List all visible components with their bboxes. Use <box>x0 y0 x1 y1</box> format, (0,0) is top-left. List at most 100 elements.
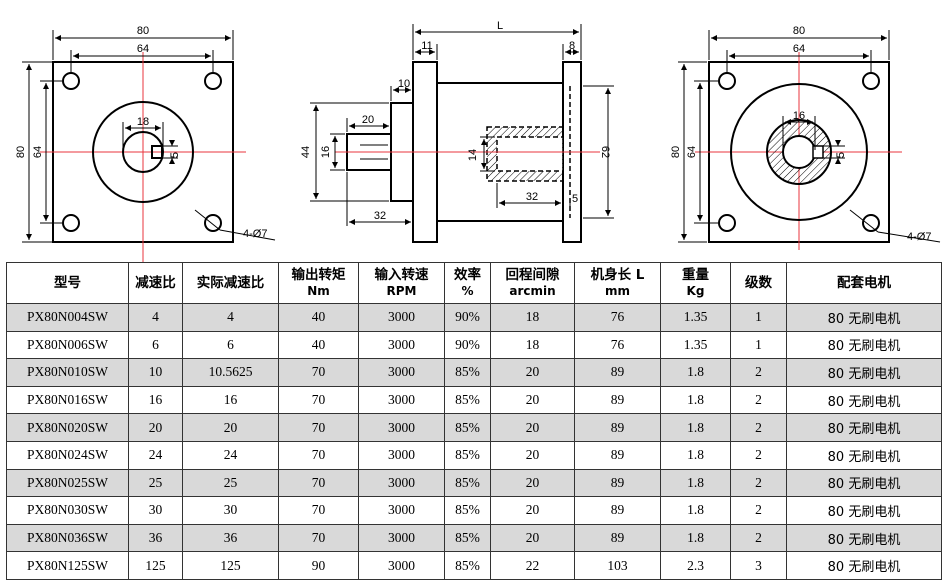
mount-hole-icon <box>62 214 80 232</box>
cell-weight: 1.8 <box>660 358 731 387</box>
cell-backlash: 20 <box>490 413 575 442</box>
side-length: L <box>497 20 503 32</box>
header-label: 效率 <box>454 267 481 283</box>
cell-weight: 1.8 <box>660 523 731 553</box>
header-unit: RPM <box>386 284 417 298</box>
cell-stages: 3 <box>730 551 787 580</box>
cell-motor: 80 无刷电机 <box>786 330 942 360</box>
cell-weight: 1.35 <box>660 303 731 332</box>
cell-model: PX80N030SW <box>6 496 129 525</box>
header-unit: % <box>461 284 474 298</box>
side-motor-pilot: 62 <box>599 146 611 158</box>
side-flange-thk: 11 <box>421 40 432 52</box>
cell-model: PX80N004SW <box>6 303 129 332</box>
cell-stages: 2 <box>730 413 787 442</box>
cell-output-torque: 40 <box>278 303 359 332</box>
cell-efficiency: 85% <box>444 385 491 415</box>
header-label: 实际减速比 <box>196 275 265 291</box>
cell-efficiency: 85% <box>444 496 491 525</box>
mount-hole-icon <box>204 72 222 90</box>
cell-stages: 2 <box>730 385 787 415</box>
cell-motor: 80 无刷电机 <box>786 303 942 332</box>
cell-motor: 80 无刷电机 <box>786 523 942 553</box>
front-holes-label: 4-Ø7 <box>243 228 267 240</box>
cell-model: PX80N125SW <box>6 551 129 580</box>
cell-body-length: 89 <box>574 358 661 387</box>
cell-output-torque: 90 <box>278 551 359 580</box>
header-label: 输出转矩 <box>291 267 346 283</box>
mount-hole-icon <box>204 214 222 232</box>
header-efficiency: 效率% <box>444 262 491 304</box>
cell-efficiency: 90% <box>444 303 491 332</box>
cell-backlash: 20 <box>490 468 575 498</box>
cell-actual-ratio: 6 <box>182 330 279 360</box>
cell-input-speed: 3000 <box>358 303 445 332</box>
cell-output-torque: 70 <box>278 385 359 415</box>
side-shoulder: 10 <box>398 78 410 90</box>
side-bore-dia: 14 <box>467 149 479 161</box>
front-width-bolt: 64 <box>137 43 149 55</box>
header-motor: 配套电机 <box>786 262 942 304</box>
cell-actual-ratio: 25 <box>182 468 279 498</box>
cell-actual-ratio: 30 <box>182 496 279 525</box>
mount-hole-icon <box>62 72 80 90</box>
front-height-outer: 80 <box>15 146 27 158</box>
cell-body-length: 89 <box>574 413 661 442</box>
cell-motor: 80 无刷电机 <box>786 468 942 498</box>
cell-stages: 2 <box>730 496 787 525</box>
cell-backlash: 20 <box>490 523 575 553</box>
cell-weight: 1.8 <box>660 468 731 498</box>
cell-backlash: 20 <box>490 496 575 525</box>
header-label: 型号 <box>54 275 81 291</box>
header-label: 回程间隙 <box>505 267 560 283</box>
cell-output-torque: 70 <box>278 523 359 553</box>
side-rear-thk: 8 <box>569 40 575 52</box>
cell-stages: 2 <box>730 523 787 553</box>
header-stages: 级数 <box>730 262 787 304</box>
cell-stages: 1 <box>730 330 787 360</box>
cell-input-speed: 3000 <box>358 468 445 498</box>
cell-body-length: 103 <box>574 551 661 580</box>
cell-input-speed: 3000 <box>358 440 445 470</box>
rear-width-bolt: 64 <box>793 43 805 55</box>
cell-weight: 1.35 <box>660 330 731 360</box>
cell-ratio: 125 <box>128 551 183 580</box>
header-label: 减速比 <box>135 275 176 291</box>
cell-efficiency: 85% <box>444 440 491 470</box>
cell-model: PX80N020SW <box>6 413 129 442</box>
cell-ratio: 10 <box>128 358 183 387</box>
rear-holes-label: 4-Ø7 <box>907 231 931 243</box>
cell-actual-ratio: 36 <box>182 523 279 553</box>
cell-efficiency: 90% <box>444 330 491 360</box>
mount-hole-icon <box>862 214 880 232</box>
mount-hole-icon <box>862 72 880 90</box>
cell-motor: 80 无刷电机 <box>786 551 942 580</box>
cell-motor: 80 无刷电机 <box>786 413 942 442</box>
cell-actual-ratio: 20 <box>182 413 279 442</box>
rear-key-width: 5 <box>835 152 847 158</box>
header-label: 重量 <box>682 267 709 283</box>
cell-actual-ratio: 16 <box>182 385 279 415</box>
cell-ratio: 20 <box>128 413 183 442</box>
header-unit: Nm <box>307 284 330 298</box>
cell-ratio: 25 <box>128 468 183 498</box>
front-width-outer: 80 <box>137 25 149 37</box>
front-height-bolt: 64 <box>32 146 44 158</box>
rear-height-outer: 80 <box>670 146 682 158</box>
cell-efficiency: 85% <box>444 468 491 498</box>
cell-efficiency: 85% <box>444 413 491 442</box>
cell-body-length: 76 <box>574 330 661 360</box>
header-actual-ratio: 实际减速比 <box>182 262 279 304</box>
cell-backlash: 20 <box>490 440 575 470</box>
cell-backlash: 22 <box>490 551 575 580</box>
header-model: 型号 <box>6 262 129 304</box>
